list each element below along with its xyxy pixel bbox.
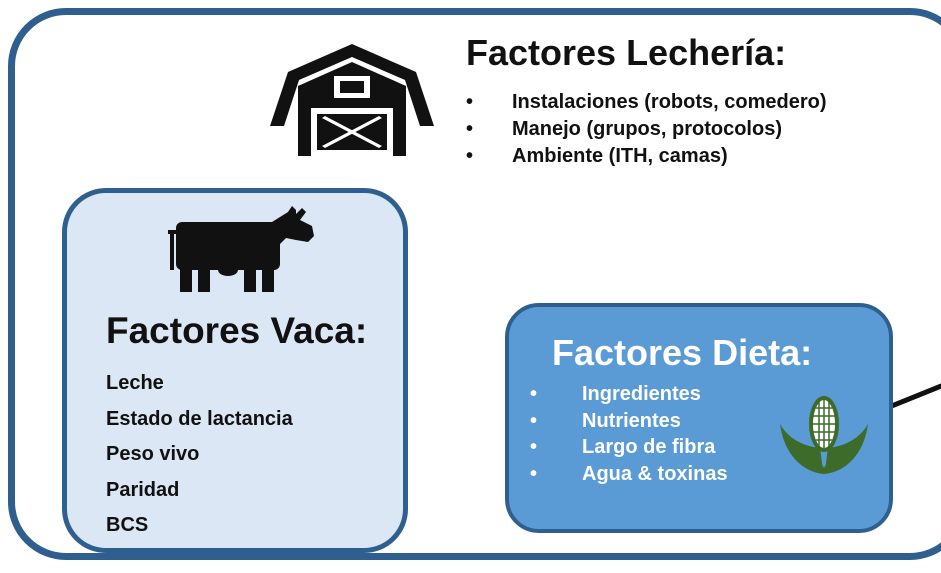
barn-icon [270,44,434,156]
dieta-item: Agua & toxinas [530,461,728,488]
lecheria-title: Factores Lechería: [466,32,787,73]
lecheria-item: Manejo (grupos, protocolos) [466,116,827,143]
vaca-item: BCS [106,514,149,536]
lecheria-item: Ambiente (ITH, camas) [466,143,827,170]
vaca-item: Paridad [106,478,180,501]
dieta-factors-list: Ingredientes Nutrientes Largo de fibra A… [530,381,728,487]
vaca-item: Peso vivo [106,443,200,465]
corn-icon [780,396,868,474]
vaca-item: Estado de lactancia [106,407,293,430]
dieta-item: Largo de fibra [530,434,728,461]
dieta-title: Factores Dieta: [552,332,813,373]
dieta-item: Ingredientes [530,381,728,408]
vaca-item: Leche [106,372,164,394]
cow-icon [168,206,314,292]
vaca-factors-list: Leche Estado de lactancia Peso vivo Pari… [106,366,293,544]
dieta-item: Nutrientes [530,408,728,435]
vaca-title: Factores Vaca: [106,310,368,351]
lecheria-item: Instalaciones (robots, comedero) [466,89,827,116]
lecheria-factors-list: Instalaciones (robots, comedero) Manejo … [466,89,827,170]
